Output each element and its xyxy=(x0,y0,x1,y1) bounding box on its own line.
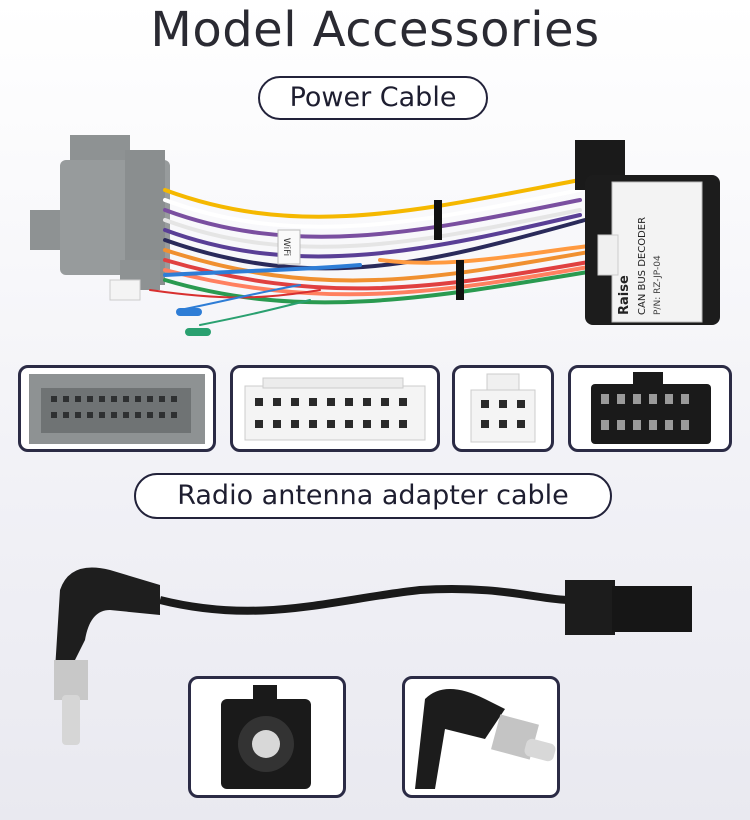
power-cable-harness-image: WiFi Raise CAN BUS DECODER P/N: RZ-JP-04 xyxy=(30,135,720,336)
thumb-din-plug xyxy=(402,676,560,798)
decoder-brand: Raise xyxy=(617,275,632,315)
power-cable-label: Power Cable xyxy=(258,76,488,120)
page-title: Model Accessories xyxy=(150,2,600,58)
antenna-adapter-cable-image xyxy=(54,567,692,745)
thumb-white-connector-small xyxy=(452,365,554,452)
gray-connector-shape xyxy=(30,135,170,290)
thumb-gray-connector xyxy=(18,365,216,452)
decoder-box: Raise CAN BUS DECODER P/N: RZ-JP-04 xyxy=(585,175,720,325)
wire-tag-text: WiFi xyxy=(281,238,291,256)
thumb-black-connector xyxy=(568,365,732,452)
decoder-line2: P/N: RZ-JP-04 xyxy=(653,255,663,315)
antenna-cable-label: Radio antenna adapter cable xyxy=(134,473,612,519)
thumb-fakra-socket xyxy=(188,676,346,798)
thumb-white-connector-large xyxy=(230,365,440,452)
decoder-line1: CAN BUS DECODER xyxy=(637,217,648,315)
